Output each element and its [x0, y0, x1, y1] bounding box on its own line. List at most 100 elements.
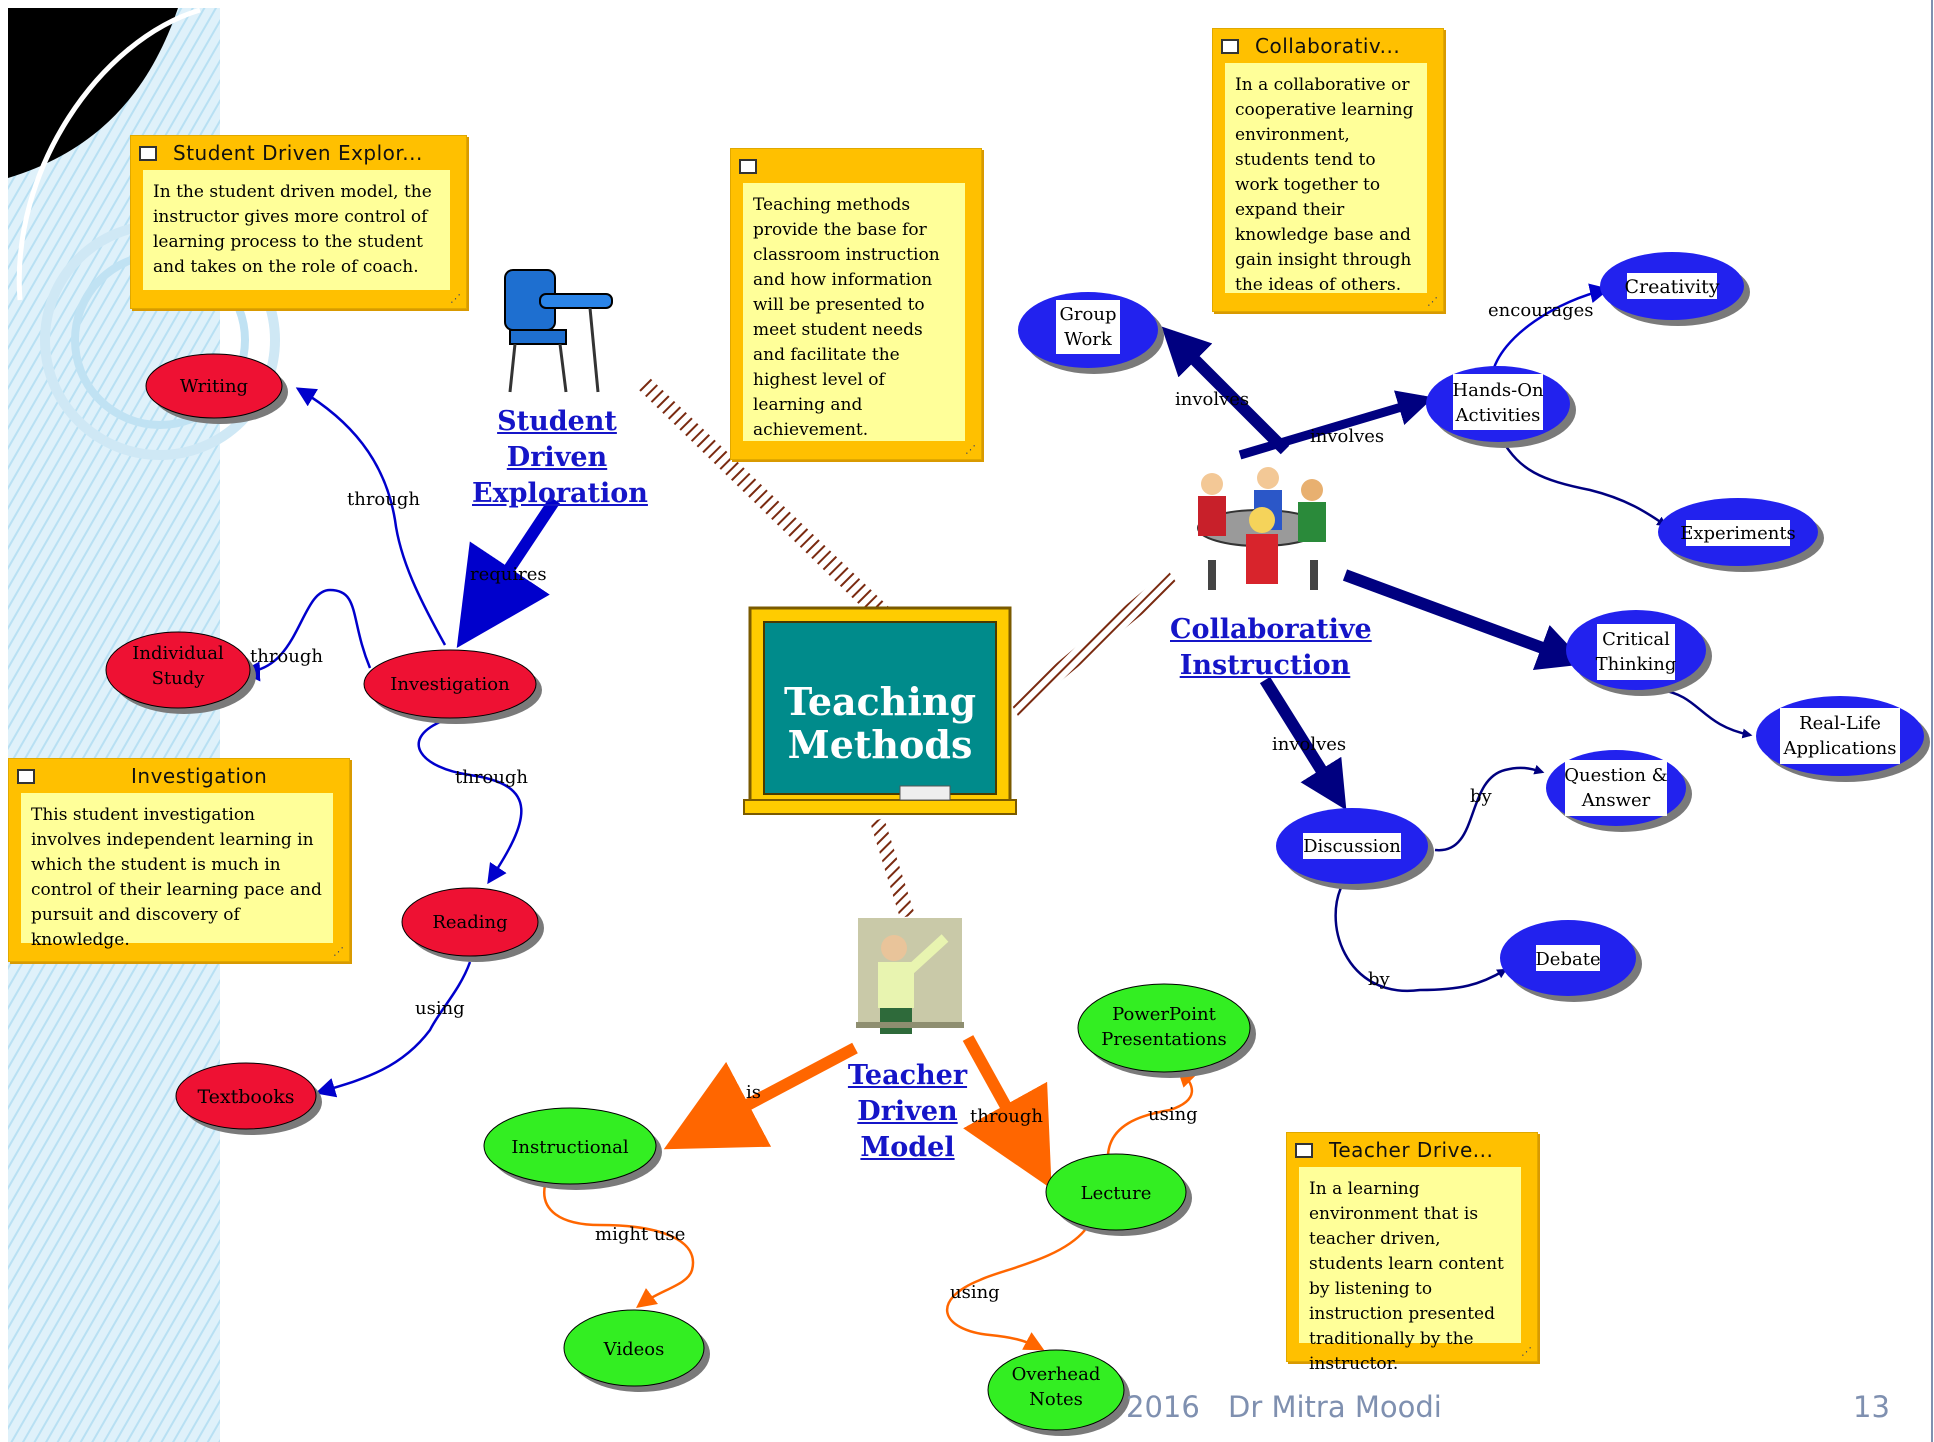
connector-center-teacher — [870, 818, 915, 918]
hub-teacher-driven-model[interactable]: Teacher Driven Model — [840, 1058, 975, 1166]
node-discussion[interactable]: Discussion — [1276, 808, 1434, 890]
link-discussion-debate — [1334, 879, 1508, 993]
link-investigation-writing — [295, 387, 447, 646]
footer-year: 2016 — [1126, 1390, 1200, 1424]
node-question-answer[interactable]: Question & Answer — [1546, 750, 1692, 832]
node-investigation[interactable]: Investigation — [363, 649, 542, 724]
node-videos[interactable]: Videos — [563, 1309, 710, 1392]
link-label-using-ppt: using — [1148, 1104, 1198, 1125]
note-minimize-icon[interactable] — [1221, 38, 1239, 54]
link-investigation-individual — [240, 588, 372, 682]
note-student-title: Student Driven Explor... — [173, 141, 423, 165]
note-minimize-icon[interactable] — [17, 768, 35, 784]
node-debate[interactable]: Debate — [1500, 920, 1642, 1002]
note-investigation[interactable]: Investigation This student investigation… — [8, 758, 350, 962]
link-lecture-ppt — [1106, 1066, 1198, 1156]
note-collab-text: In a collaborative or cooperative learni… — [1225, 63, 1427, 295]
note-investigation-text: This student investigation involves inde… — [21, 793, 333, 950]
link-hands-creativity — [1490, 283, 1610, 376]
link-reading-textbooks — [315, 961, 472, 1098]
resize-grip-icon[interactable]: ⋰ — [1521, 1345, 1532, 1358]
node-group-work-label-1: Group — [1060, 304, 1117, 325]
node-question-answer-label-1: Question & — [1564, 765, 1667, 786]
node-textbooks[interactable]: Textbooks — [175, 1062, 322, 1135]
note-minimize-icon[interactable] — [739, 158, 757, 174]
note-teacher-driven[interactable]: Teacher Drive... In a learning environme… — [1286, 1132, 1538, 1374]
arrow-teacher-instructional — [663, 1042, 858, 1150]
link-label-by-debate: by — [1368, 969, 1391, 990]
node-instructional[interactable]: Instructional — [483, 1107, 662, 1190]
node-lecture-label: Lecture — [1081, 1183, 1152, 1204]
note-collaborative[interactable]: Collaborativ... In a collaborative or co… — [1212, 28, 1444, 312]
link-label-through-lecture: through — [970, 1106, 1043, 1127]
node-powerpoint[interactable]: PowerPoint Presentations — [1077, 983, 1256, 1078]
link-label-using-textbooks: using — [415, 998, 465, 1019]
link-label-involves-discussion: involves — [1272, 734, 1346, 755]
node-creativity-label: Creativity — [1624, 276, 1719, 298]
resize-grip-icon[interactable]: ⋰ — [1427, 295, 1438, 308]
node-individual-study[interactable]: Individual Study — [105, 631, 256, 714]
node-powerpoint-label-1: PowerPoint — [1112, 1004, 1216, 1025]
hub-student-line1: Student — [497, 406, 617, 437]
node-textbooks-label: Textbooks — [197, 1086, 294, 1108]
node-reading[interactable]: Reading — [401, 887, 544, 962]
node-writing[interactable]: Writing — [145, 353, 288, 424]
link-label-using-overhead: using — [950, 1282, 1000, 1303]
link-label-through-individual: through — [250, 646, 323, 667]
link-critical-reallife — [1659, 688, 1753, 739]
link-discussion-qa — [1434, 764, 1545, 852]
hub-collaborative-instruction[interactable]: Collaborative Instruction — [1170, 612, 1372, 684]
note-student-text: In the student driven model, the instruc… — [143, 170, 450, 290]
teacher-icon — [856, 918, 964, 1034]
link-label-might-use: might use — [595, 1224, 685, 1245]
node-reading-label: Reading — [432, 912, 507, 933]
resize-grip-icon[interactable]: ⋰ — [965, 443, 976, 456]
node-hands-on[interactable]: Hands-On Activities — [1426, 366, 1576, 448]
hub-teacher-line2: Driven — [857, 1096, 958, 1127]
node-videos-label: Videos — [603, 1339, 665, 1360]
link-label-through-reading: through — [455, 767, 528, 788]
group-people-icon — [1197, 467, 1326, 590]
note-teacher-title: Teacher Drive... — [1329, 1138, 1494, 1162]
note-student-driven[interactable]: Student Driven Explor... In the student … — [130, 135, 467, 309]
node-experiments[interactable]: Experiments — [1658, 498, 1824, 572]
node-instructional-label: Instructional — [511, 1137, 629, 1158]
note-teaching-methods[interactable]: Teaching methods provide the base for cl… — [730, 148, 982, 460]
link-hands-experiments — [1500, 439, 1668, 527]
node-discussion-label: Discussion — [1303, 836, 1401, 857]
resize-grip-icon[interactable]: ⋰ — [333, 945, 344, 958]
node-lecture[interactable]: Lecture — [1045, 1153, 1192, 1236]
node-overhead-notes-label-2: Notes — [1029, 1389, 1083, 1410]
node-critical-thinking-label-2: Thinking — [1596, 654, 1677, 675]
node-debate-label: Debate — [1535, 949, 1600, 970]
note-investigation-title: Investigation — [131, 764, 268, 788]
node-critical-thinking[interactable]: Critical Thinking — [1566, 610, 1712, 696]
node-real-life[interactable]: Real-Life Applications — [1756, 696, 1930, 782]
note-minimize-icon[interactable] — [139, 145, 157, 161]
footer-page-number: 13 — [1853, 1390, 1890, 1424]
note-teacher-text: In a learning environment that is teache… — [1299, 1167, 1521, 1374]
arrow-collab-hands — [1238, 390, 1434, 460]
node-experiments-label: Experiments — [1680, 523, 1796, 544]
hub-student-driven-exploration[interactable]: Student Driven Exploration — [472, 404, 648, 512]
center-title-line1: Teaching — [784, 679, 976, 724]
node-group-work[interactable]: Group Work — [1018, 292, 1164, 374]
connector-center-collab — [1010, 570, 1178, 716]
arrow-collab-discussion — [1259, 676, 1347, 811]
hub-teacher-line1: Teacher — [847, 1060, 968, 1091]
node-creativity[interactable]: Creativity — [1600, 252, 1750, 326]
link-label-requires: requires — [470, 564, 547, 585]
arrow-student-investigation — [456, 496, 560, 648]
hub-collab-line2: Instruction — [1179, 650, 1351, 681]
link-investigation-reading — [417, 720, 523, 885]
footer-author: Dr Mitra Moodi — [1228, 1390, 1442, 1424]
resize-grip-icon[interactable]: ⋰ — [450, 292, 461, 305]
note-minimize-icon[interactable] — [1295, 1142, 1313, 1158]
student-desk-icon — [504, 269, 613, 393]
node-overhead-notes[interactable]: Overhead Notes — [987, 1349, 1130, 1436]
chalkboard[interactable]: Teaching Methods — [743, 606, 1017, 815]
link-instructional-videos — [543, 1184, 695, 1308]
connector-center-student — [637, 378, 890, 615]
